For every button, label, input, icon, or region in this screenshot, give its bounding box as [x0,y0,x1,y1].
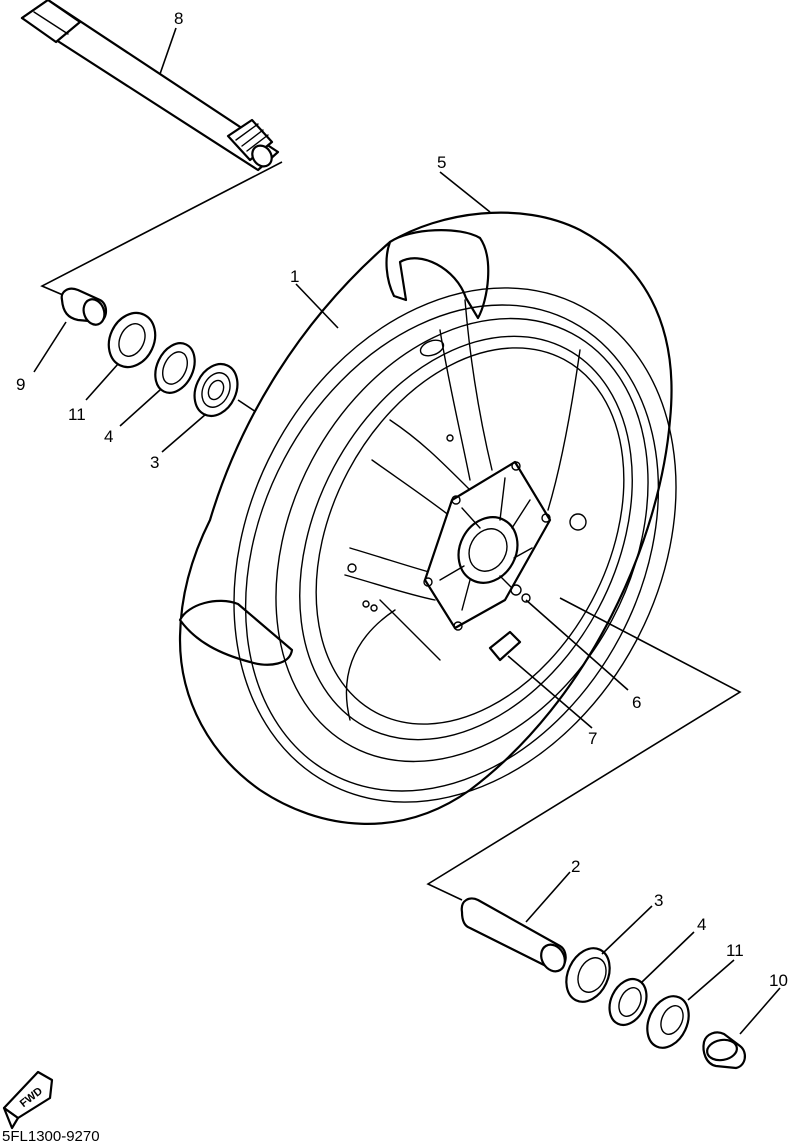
leader-lines [33,27,781,1035]
tire [178,211,673,825]
fwd-direction-arrow: FWD [2,1070,54,1130]
oil-seal-left [107,311,157,369]
bearing-4-left [154,342,196,394]
drawing-code: 5FL1300-9270 [2,1128,100,1145]
right-axis-line [426,597,742,901]
callout-6: 6 [632,693,641,712]
sensor-rotor-bolt [510,584,522,596]
valve-stem [488,630,522,662]
axle-shaft [20,0,280,172]
spacer-tube [460,897,567,973]
callouts: 1 2 3 3 4 4 5 6 7 8 9 10 11 11 [16,9,788,990]
oil-seal-right [646,995,690,1049]
hub [347,434,587,631]
bearing-4-right [608,977,648,1027]
callout-11-left: 11 [68,405,86,424]
bearing-3-right [565,947,611,1003]
callout-8: 8 [174,9,183,28]
callout-3-left: 3 [150,453,159,472]
collar-left [60,287,108,326]
callout-1: 1 [290,267,299,286]
callout-5: 5 [437,153,446,172]
callout-2: 2 [571,857,580,876]
callout-4-right: 4 [697,915,706,934]
callout-3-right: 3 [654,891,663,910]
axle-axis-line [40,161,283,299]
bearing-3-left [193,363,239,417]
callout-4-left: 4 [104,427,113,446]
collar-right [702,1031,746,1070]
callout-7: 7 [588,729,597,748]
callout-9: 9 [16,375,25,394]
wheel-assembly [178,211,677,825]
callout-11-right: 11 [726,941,744,960]
callout-10: 10 [769,971,788,990]
